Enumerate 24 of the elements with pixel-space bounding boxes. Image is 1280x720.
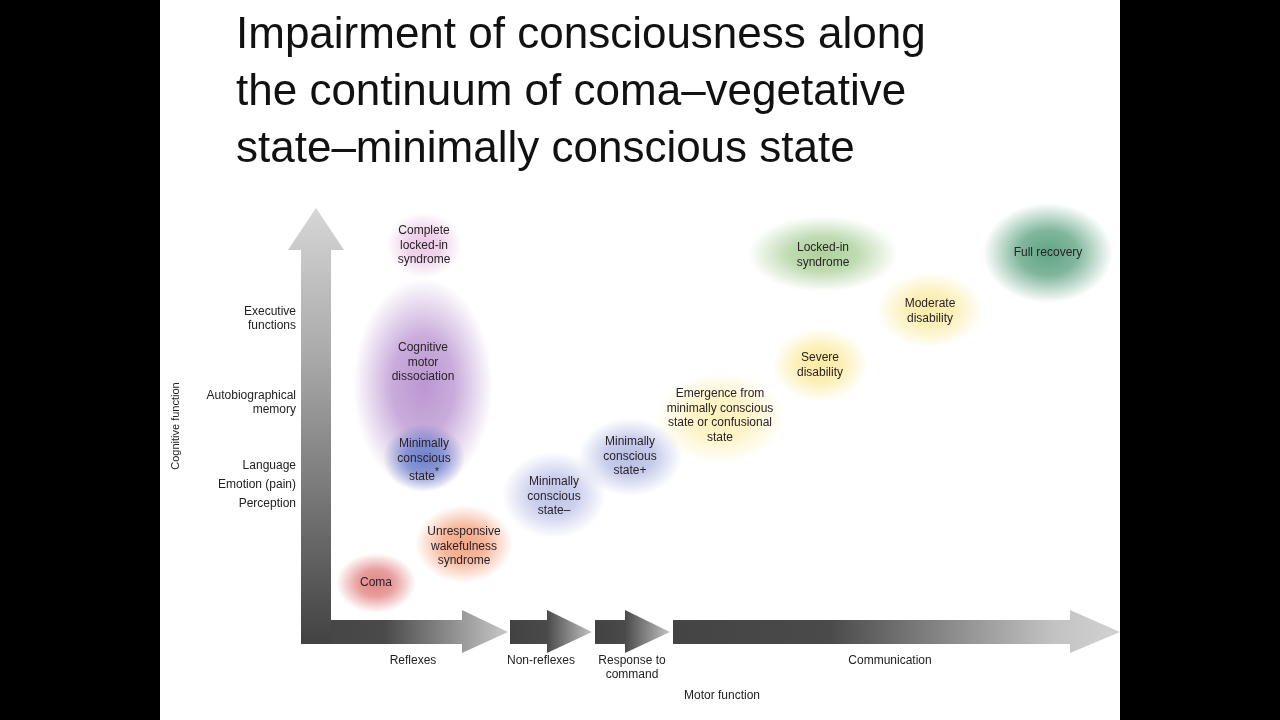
axis-title: Motor function (684, 688, 760, 702)
axis-category-label: Reflexes (389, 653, 437, 667)
state-label: Severe disability (796, 349, 844, 379)
axis-category-label: Executive functions (242, 304, 296, 332)
state-label: Coma (360, 574, 392, 590)
state-label: Full recovery (1013, 244, 1083, 260)
axis-title: Cognitive function (168, 382, 182, 470)
state-label: Locked-in syndrome (795, 239, 851, 269)
axis-category-label: Emotion (pain) (217, 477, 296, 491)
axis-category-label: Response to command (597, 653, 667, 681)
axis-category-label: Language (242, 458, 296, 472)
axis-category-label: Perception (238, 496, 296, 510)
slide-title: Impairment of consciousness along the continuum of coma–vegetative state–minimally conscious state (236, 7, 927, 173)
state-label: Unresponsive wakefulness syndrome (426, 524, 502, 568)
state-label: Minimally conscious state+ (602, 434, 658, 478)
axis-category-label: Non-reflexes (507, 653, 575, 667)
state-label: Emergence from minimally conscious state or confusional state (665, 386, 775, 444)
axis-category-label: Autobiographical memory (205, 388, 296, 416)
state-label: Cognitive motor dissociation (390, 340, 456, 384)
axis-category-label: Communication (848, 653, 932, 667)
state-label: Complete locked-in syndrome (396, 223, 452, 267)
state-label: Minimally conscious state– (526, 474, 582, 518)
state-label: Moderate disability (903, 295, 957, 325)
state-label: Minimally conscious state$^{*}$ (396, 436, 452, 484)
